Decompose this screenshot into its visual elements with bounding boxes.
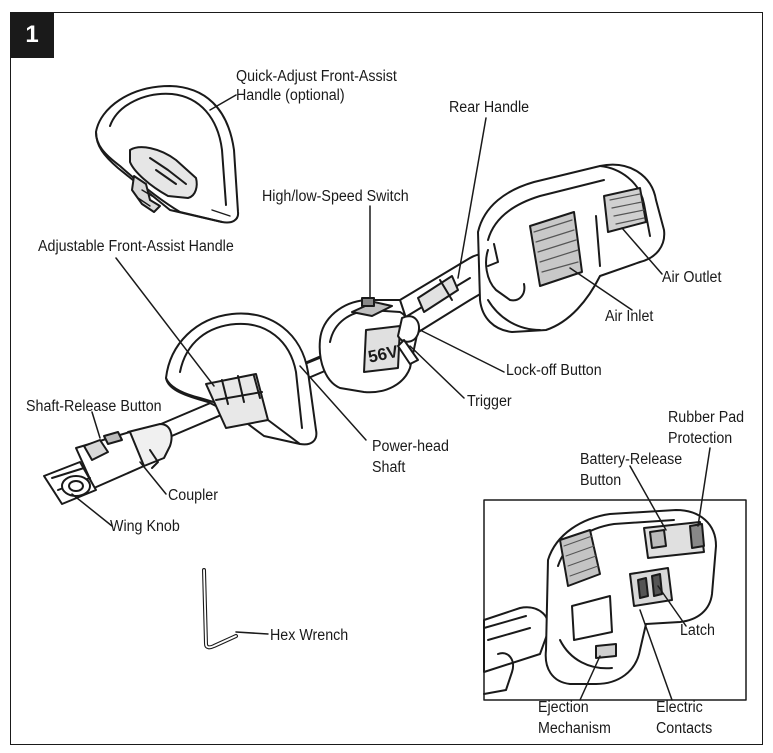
label-wing-knob: Wing Knob: [110, 518, 180, 535]
label-trigger: Trigger: [467, 393, 512, 410]
leader-lines: [71, 94, 711, 701]
label-quick-adjust-handle-line2: Handle (optional): [236, 87, 345, 104]
inset-battery-detail-drawing: [483, 509, 717, 695]
label-battery-release-line1: Battery-Release: [580, 451, 683, 468]
label-battery-release-line2: Button: [580, 472, 622, 489]
label-quick-adjust-handle-line1: Quick-Adjust Front-Assist: [236, 68, 397, 85]
label-ejection-line2: Mechanism: [538, 720, 611, 737]
adjustable-handle-drawing: [165, 312, 318, 446]
hex-wrench-drawing: [202, 568, 238, 650]
label-rubber-pad-line2: Protection: [668, 430, 733, 447]
label-hex-wrench: Hex Wrench: [270, 627, 349, 644]
label-ejection-line1: Ejection: [538, 699, 589, 716]
label-shaft-release-button: Shaft-Release Button: [26, 398, 162, 415]
label-air-inlet: Air Inlet: [605, 308, 654, 325]
label-adjustable-handle: Adjustable Front-Assist Handle: [38, 238, 234, 255]
label-rubber-pad-line1: Rubber Pad: [668, 409, 745, 426]
figure-frame: [10, 12, 763, 745]
label-speed-switch: High/low-Speed Switch: [262, 188, 409, 205]
coupler-drawing: [43, 423, 173, 505]
label-air-outlet: Air Outlet: [662, 269, 722, 286]
figure-number-badge: 1: [10, 12, 54, 58]
label-electric-line1: Electric: [656, 699, 703, 716]
label-lockoff-button: Lock-off Button: [506, 362, 602, 379]
battery-housing-drawing: [477, 163, 666, 333]
label-powerhead-line1: Power-head: [372, 438, 449, 455]
label-rear-handle: Rear Handle: [449, 99, 530, 116]
label-latch: Latch: [680, 622, 715, 639]
label-powerhead-line2: Shaft: [372, 459, 406, 476]
label-electric-line2: Contacts: [656, 720, 713, 737]
quick-adjust-handle-drawing: [95, 85, 240, 224]
label-coupler: Coupler: [168, 487, 218, 504]
